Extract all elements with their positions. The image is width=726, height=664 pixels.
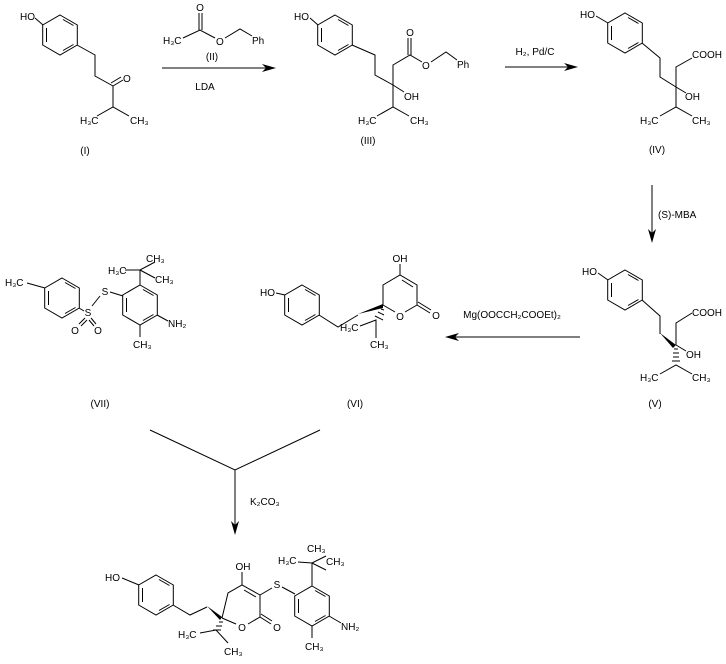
atom-label: NH₂ <box>341 622 359 633</box>
atom-label: OH <box>393 254 408 265</box>
hashed-bond <box>374 308 385 321</box>
hashed-bond <box>672 348 680 362</box>
reaction-arrow-2 <box>505 63 578 71</box>
reagent-label: H₂, Pd/C <box>516 47 555 58</box>
atom-label: OH <box>685 92 700 103</box>
atom-label: HO <box>580 10 595 21</box>
benzene-ring <box>317 14 353 56</box>
atom-label: O <box>273 623 281 634</box>
compound-label: (V) <box>648 399 661 410</box>
atom-label: H₃C <box>340 323 359 334</box>
compound-III: HO O O Ph OH H₃C CH₃ (III) <box>294 12 469 147</box>
compound-label: (VI) <box>347 399 363 410</box>
benzene-ring <box>42 14 78 56</box>
atom-label: CH₃ <box>410 116 429 127</box>
atom-label: O <box>71 326 79 337</box>
atom-label: Ph <box>252 36 264 47</box>
atom-label: H₃C <box>5 278 24 289</box>
atom-label: H₃C <box>163 36 182 47</box>
atom-label: H₃C <box>640 116 659 127</box>
compound-label: (I) <box>80 146 89 157</box>
reagent-label: K₂CO₃ <box>250 497 280 508</box>
atom-label: H₃C <box>640 373 659 384</box>
atom-label: OH <box>404 92 419 103</box>
atom-label: CH₃ <box>692 373 711 384</box>
reaction-arrow-4 <box>445 333 580 341</box>
benzene-ring <box>607 12 643 54</box>
atom-label: Ph <box>457 60 469 71</box>
atom-label: O <box>238 623 246 634</box>
benzene-ring <box>44 277 80 319</box>
compound-product: HO OH O O S H₃C CH₃ CH₃ NH₂ CH₃ H₃C CH₃ <box>105 544 359 658</box>
atom-label: COOH <box>692 50 722 61</box>
atom-label: OH <box>686 350 701 361</box>
atom-label: CH₃ <box>692 116 711 127</box>
reaction-arrow-1 <box>162 64 276 72</box>
atom-label: S <box>102 287 109 298</box>
compound-V: HO COOH OH H₃C CH₃ (V) <box>582 267 722 410</box>
compound-VII: H₃C S O O S H₃C CH₃ CH₃ NH₂ CH₃ (VII) <box>5 254 186 410</box>
atom-label: HO <box>260 288 275 299</box>
compound-label: (VII) <box>91 399 110 410</box>
compound-label: (III) <box>361 136 376 147</box>
atom-label: H₃C <box>278 556 297 567</box>
atom-label: CH₃ <box>130 116 149 127</box>
atom-label: O <box>216 37 224 48</box>
reagent-label: LDA <box>195 82 215 93</box>
atom-label: H₃C <box>358 116 377 127</box>
atom-label: HO <box>20 12 35 23</box>
atom-label: HO <box>294 12 309 23</box>
reagent-label: (S)-MBA <box>658 210 697 221</box>
atom-label: CH₃ <box>146 254 165 265</box>
benzene-ring <box>138 574 174 616</box>
compound-II: H₃C O O Ph <box>163 3 264 48</box>
atom-label: CH₃ <box>370 340 389 351</box>
atom-label: HO <box>105 573 120 584</box>
compound-IV: HO COOH OH H₃C CH₃ (IV) <box>580 10 722 156</box>
atom-label: OH <box>236 562 251 573</box>
atom-label: O <box>196 3 204 14</box>
atom-label: COOH <box>692 308 722 319</box>
atom-label: NH₂ <box>168 319 186 330</box>
compound-I: HO O H₃C CH₃ (I) <box>20 12 149 157</box>
benzene-ring <box>284 284 320 326</box>
hashed-bond <box>213 621 223 631</box>
atom-label: CH₃ <box>326 557 345 568</box>
atom-label: O <box>123 74 131 85</box>
reagent-label: Mg(OOCCH₂COOEt)₂ <box>463 310 561 321</box>
compound-label: (IV) <box>649 145 665 156</box>
atom-label: CH₃ <box>155 275 174 286</box>
atom-label: CH₃ <box>307 544 326 555</box>
atom-label: CH₃ <box>133 340 152 351</box>
benzene-ring <box>122 284 158 326</box>
atom-label: O <box>94 326 102 337</box>
atom-label: HO <box>582 267 597 278</box>
atom-label: H₃C <box>108 266 127 277</box>
compound-VI: HO OH O O H₃C CH₃ (VI) <box>260 254 440 410</box>
reagent-label: (II) <box>206 52 218 63</box>
benzene-ring <box>607 269 643 311</box>
atom-label: H₃C <box>178 630 197 641</box>
atom-label: O <box>432 311 440 322</box>
atom-label: CH₃ <box>224 647 243 658</box>
reaction-arrow-3 <box>648 185 656 243</box>
atom-label: O <box>422 61 430 72</box>
atom-label: CH₃ <box>305 642 324 653</box>
atom-label: O <box>396 312 404 323</box>
atom-label: H₃C <box>80 116 99 127</box>
benzene-ring <box>294 585 330 627</box>
atom-label: S <box>85 308 92 319</box>
atom-label: O <box>406 28 414 39</box>
atom-label: S <box>274 580 281 591</box>
reaction-arrow-5 <box>149 429 321 535</box>
